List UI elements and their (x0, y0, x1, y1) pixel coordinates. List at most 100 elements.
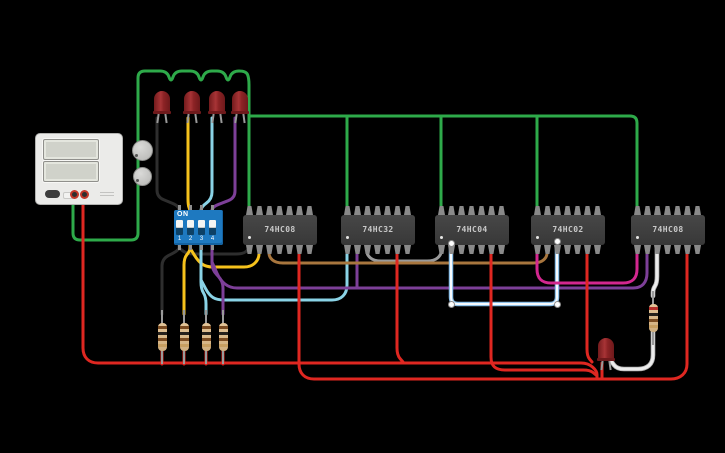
wire-black-chip1-in1[interactable] (177, 246, 251, 256)
wire-white-resistor5-led[interactable] (609, 326, 655, 371)
wire-red-chip2-gnd[interactable] (395, 247, 405, 364)
dip-slider-knob[interactable] (209, 220, 216, 228)
wire-red-supply-gnd-bus[interactable] (81, 195, 599, 380)
chip-pin (478, 245, 485, 254)
dip-slider-knob[interactable] (176, 220, 183, 228)
ic-chip-74hc08-5[interactable]: 74HC08 (631, 206, 705, 254)
wire-cyan-dip-resistor3[interactable] (199, 243, 208, 316)
chip-pin (574, 206, 581, 215)
led-red-2[interactable] (183, 91, 201, 124)
chip-pin (488, 206, 495, 215)
led-red-3[interactable] (208, 91, 226, 124)
psu-current-knob[interactable] (133, 167, 152, 186)
ic-chip-74hc32-2[interactable]: 74HC32 (341, 206, 415, 254)
led-red-1[interactable] (153, 91, 171, 124)
resistor-band (179, 338, 189, 341)
wire-purple-led4-dip[interactable] (210, 116, 237, 216)
resistor-band (179, 344, 189, 347)
dip-num-1: 1 (177, 236, 182, 242)
chip-pin (458, 206, 465, 215)
ic-chip-74hc04-3[interactable]: 74HC04 (435, 206, 509, 254)
led-anode-leg (194, 113, 198, 124)
resistor-band (157, 326, 167, 329)
resistor-1[interactable] (157, 310, 167, 364)
led-flange (208, 111, 226, 114)
chip-pin (344, 206, 351, 215)
resistor-band (201, 332, 211, 335)
dip-slider-4[interactable] (209, 220, 216, 235)
wire-junction-dot-2[interactable] (447, 300, 455, 308)
wire-cyan-chip2-in1[interactable] (199, 247, 349, 302)
wire-junction-dot-4[interactable] (553, 237, 561, 245)
led-red-output[interactable] (597, 338, 615, 371)
resistor-band (218, 332, 228, 335)
psu-terminal-2[interactable] (80, 190, 89, 199)
resistor-body (648, 304, 658, 332)
chip-pin (276, 206, 283, 215)
led-cathode-leg (211, 113, 215, 124)
led-anode-leg (242, 113, 246, 124)
led-flange (231, 111, 249, 114)
chip-pin (384, 245, 391, 254)
led-anode-leg (164, 113, 168, 124)
resistor-band (218, 338, 228, 341)
wire-yellow-dip-resistor2[interactable] (182, 243, 192, 316)
wire-junction-dot-3[interactable] (553, 300, 561, 308)
psu-terminal-1[interactable] (70, 190, 79, 199)
chip-pin1-marker-icon (248, 236, 251, 239)
wire-yellow-led2-dip[interactable] (186, 116, 192, 216)
chip-pin (684, 206, 691, 215)
chip-pin (574, 245, 581, 254)
ic-chip-74hc02-4[interactable]: 74HC02 (531, 206, 605, 254)
dip-pin (178, 205, 181, 210)
wire-green-supply-led-chain[interactable] (71, 69, 251, 242)
psu-voltage-knob[interactable] (132, 140, 153, 161)
psu-power-button[interactable] (45, 190, 60, 198)
resistor-band (157, 332, 167, 335)
dip-pin (189, 205, 192, 210)
wire-red-chip1-gnd-bus2[interactable] (297, 247, 689, 381)
wire-black-led1-dip[interactable] (155, 116, 181, 216)
power-supply[interactable] (35, 133, 153, 205)
wire-red-chip4-gnd[interactable] (585, 247, 594, 364)
dip-slider-3[interactable] (198, 220, 205, 235)
dip-slider-knob[interactable] (187, 220, 194, 228)
led-red-4[interactable] (231, 91, 249, 124)
wire-black-dip-resistor1[interactable] (160, 243, 181, 316)
dip-pin (211, 205, 214, 210)
wire-junction-dot-1[interactable] (447, 239, 455, 247)
chip-pin (594, 206, 601, 215)
resistor-band (648, 325, 658, 328)
dip-slider-2[interactable] (187, 220, 194, 235)
chip-pin (296, 245, 303, 254)
chip-pin (286, 206, 293, 215)
wire-red-chip3-gnd[interactable] (489, 247, 598, 377)
chip-pin (664, 206, 671, 215)
led-flange (183, 111, 201, 114)
resistor-3[interactable] (201, 310, 211, 364)
chip-label: 74HC32 (362, 225, 394, 234)
chip-label: 74HC04 (456, 225, 488, 234)
dip-slider-1[interactable] (176, 220, 183, 235)
resistor-band (218, 344, 228, 347)
wire-cyan-led3-dip[interactable] (199, 116, 214, 216)
dip-slider-knob[interactable] (198, 220, 205, 228)
chip-pin (684, 245, 691, 254)
led-anode-leg (219, 113, 223, 124)
chip-pin (256, 245, 263, 254)
resistor-4[interactable] (218, 310, 228, 364)
wire-gray-chip2-chip3[interactable] (365, 247, 443, 263)
chip-pin (534, 206, 541, 215)
resistor-5[interactable] (648, 291, 658, 345)
dip-switch[interactable]: ON 1 2 3 4 (174, 205, 223, 250)
wire-yellow-chip1-in2[interactable] (188, 246, 261, 269)
dip-pin (189, 245, 192, 250)
ic-chip-74hc08-1[interactable]: 74HC08 (243, 206, 317, 254)
wire-purple-signal-bus[interactable] (210, 247, 649, 290)
resistor-2[interactable] (179, 310, 189, 364)
chip-pin (448, 206, 455, 215)
chip-pin (654, 245, 661, 254)
resistor-band (648, 307, 658, 310)
wire-green-vcc-bus[interactable] (247, 114, 639, 214)
wire-brown-chip1-chip4[interactable] (267, 247, 549, 265)
